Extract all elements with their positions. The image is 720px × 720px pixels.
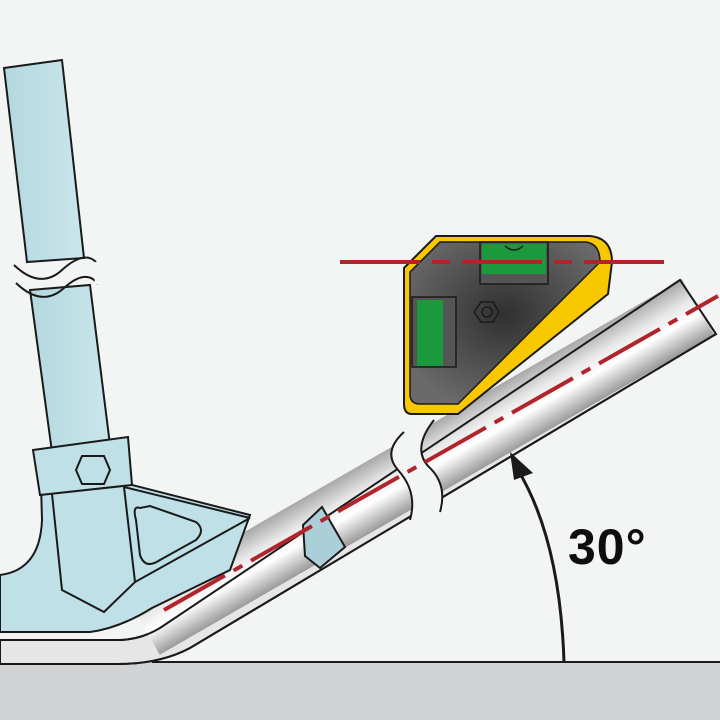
angle-arrow bbox=[510, 452, 566, 663]
pipe-centerline bbox=[163, 294, 719, 612]
triangle-cutout bbox=[133, 504, 202, 565]
bender-handle bbox=[2, 58, 112, 454]
bender-shoe bbox=[0, 435, 347, 633]
arrowhead-icon bbox=[510, 452, 533, 480]
pipe-break bbox=[390, 419, 444, 521]
angle-level bbox=[403, 235, 614, 415]
horizontal-vial bbox=[482, 244, 546, 274]
pipe-clamp bbox=[301, 505, 347, 570]
angle-label: 30° bbox=[568, 519, 647, 575]
floor bbox=[0, 661, 720, 720]
hex-nut-icon bbox=[473, 301, 500, 323]
hex-bolt-icon bbox=[74, 455, 112, 485]
vertical-vial bbox=[417, 300, 443, 366]
